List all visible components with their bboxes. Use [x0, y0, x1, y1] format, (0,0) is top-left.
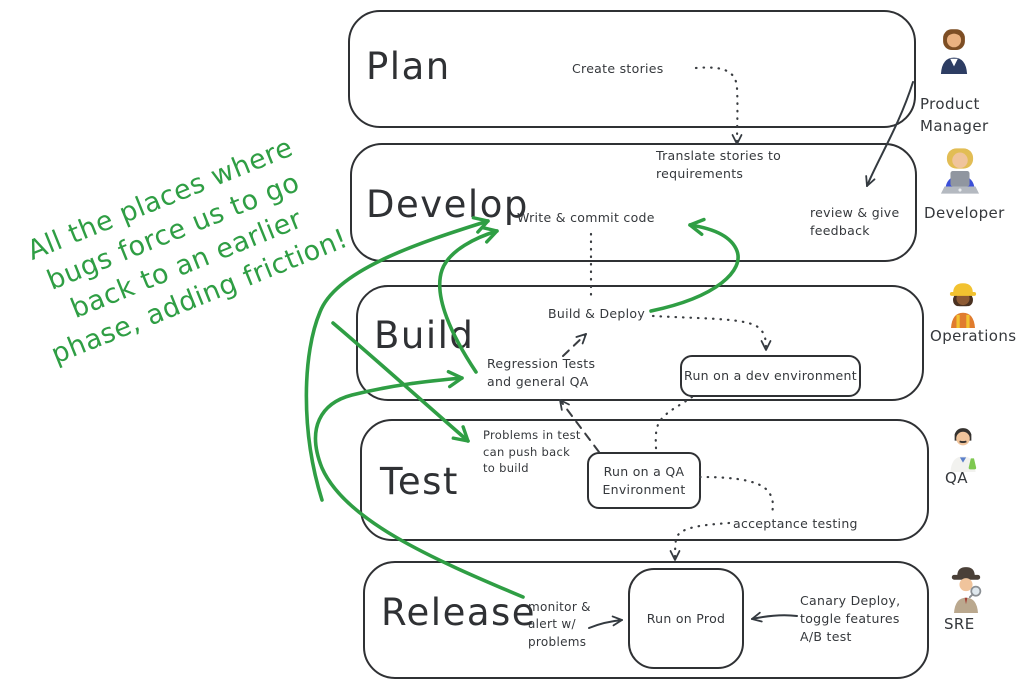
problems-in-test-note: Problems in test can push back to build: [483, 428, 581, 476]
test-title: Test: [380, 460, 459, 503]
translate-stories-note: Translate stories to requirements: [656, 148, 782, 182]
woman-construction-worker-icon: [949, 283, 977, 328]
develop-title: Develop: [366, 183, 529, 226]
man-scientist-icon: [950, 428, 977, 472]
develop-phase-box: [350, 143, 917, 262]
canary-deploy-note: Canary Deploy, toggle features A/B test: [800, 593, 901, 645]
operations-label: Operations: [930, 327, 1017, 345]
build-deploy-note: Build & Deploy: [548, 306, 646, 321]
release-title: Release: [381, 591, 537, 634]
review-feedback-note: review & give feedback: [810, 205, 900, 239]
dev-environment-box: Run on a dev environment: [680, 355, 861, 397]
regression-tests-note: Regression Tests and general QA: [487, 356, 596, 390]
friction-annotation: All the places where bugs force us to go…: [23, 131, 353, 371]
plan-title: Plan: [366, 45, 451, 88]
product-manager-label: Product Manager: [920, 95, 989, 135]
sre-label: SRE: [944, 615, 975, 633]
create-stories-note: Create stories: [572, 61, 664, 76]
developer-label: Developer: [924, 204, 1005, 222]
acceptance-testing-note: acceptance testing: [733, 516, 858, 531]
prod-environment-box: Run on Prod: [628, 568, 744, 669]
release-phase-box: [363, 561, 929, 679]
woman-technologist-icon: [940, 148, 980, 194]
write-commit-note: Write & commit code: [517, 210, 655, 225]
qa-label: QA: [945, 469, 968, 487]
build-title: Build: [374, 314, 475, 357]
woman-office-worker-icon: [940, 29, 968, 74]
qa-environment-box: Run on a QA Environment: [587, 452, 701, 509]
monitor-alert-note: monitor & alert w/ problems: [528, 600, 591, 649]
plan-phase-box: [348, 10, 916, 128]
detective-icon: [951, 567, 982, 613]
